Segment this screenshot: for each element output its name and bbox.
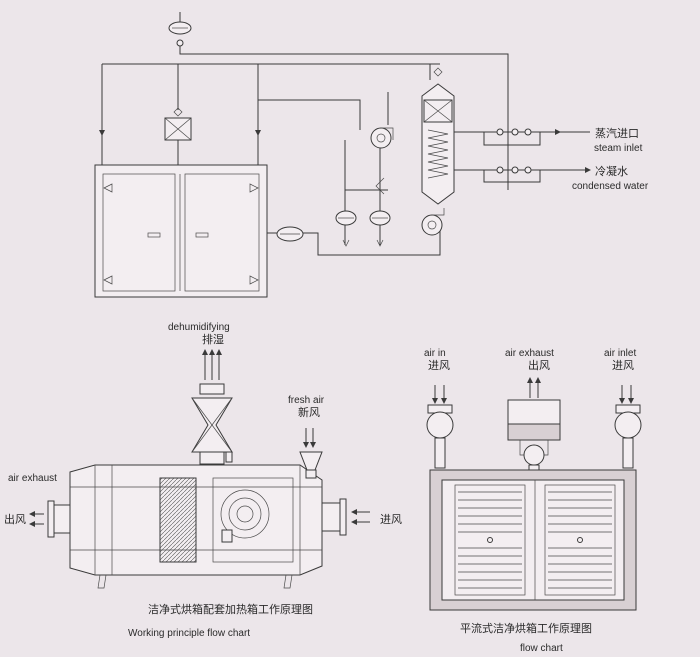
right-blower [614, 404, 642, 469]
fresh-air-inlet: fresh air 新风 [288, 395, 325, 479]
fresh-air-cn-label: 新风 [298, 405, 320, 419]
air-exhaust-left-label: air exhaust [8, 473, 57, 484]
heating-coil [159, 477, 197, 563]
right-caption-cn: 平流式洁净烘箱工作原理图 [460, 621, 592, 635]
fan-upper [370, 127, 394, 149]
condensate-line [454, 166, 591, 183]
exhaust-hood [507, 399, 561, 474]
fresh-air-en-label: fresh air [288, 395, 325, 406]
fan-lower [421, 208, 445, 236]
outlet-left-cn-label: 出风 [4, 512, 26, 526]
dehumidifying-en-label: dehumidifying [168, 322, 230, 333]
left-caption-cn: 洁净式烘箱配套加热箱工作原理图 [148, 602, 313, 616]
left-caption-en: Working principle flow chart [128, 628, 250, 639]
top-labels: 蒸汽进口 steam inlet 冷凝水 condensed water [572, 126, 649, 192]
tray-racks [458, 491, 612, 589]
air-inlet-en-label: air inlet [604, 348, 636, 359]
sensor-valves [335, 177, 391, 247]
left-outlet [29, 500, 71, 538]
right-inlet [321, 498, 370, 536]
condensed-water-cn-label: 冷凝水 [595, 164, 628, 178]
parallel-flow-oven-diagram: air in 进风 air exhaust 出风 air inlet 进风 [424, 348, 642, 654]
air-exhaust-en-label: air exhaust [505, 348, 554, 359]
exhaust-stack [191, 383, 233, 465]
oven-cabinet [94, 164, 268, 298]
right-caption-en: flow chart [520, 643, 563, 654]
steam-piping [99, 12, 509, 256]
condensed-water-en-label: condensed water [572, 181, 649, 192]
dehumidifying-cn-label: 排湿 [202, 332, 224, 346]
top-valve [168, 21, 192, 47]
right-top-labels: air in 进风 air exhaust 出风 air inlet 进风 [424, 348, 636, 372]
meter [276, 226, 304, 242]
heating-box-diagram: dehumidifying 排湿 [4, 322, 402, 639]
dehumidify-arrows [202, 349, 222, 380]
inlet-right-cn-label: 进风 [380, 513, 402, 526]
left-blower [426, 404, 454, 469]
air-exhaust-cn-label: 出风 [528, 358, 550, 372]
air-inlet-cn-label: 进风 [612, 359, 634, 372]
heat-exchanger [421, 67, 455, 205]
steam-inlet-en-label: steam inlet [594, 143, 643, 154]
air-filter [164, 107, 192, 141]
centrifugal-fan [212, 477, 294, 563]
air-in-cn-label: 进风 [428, 359, 450, 372]
steam-line [454, 128, 590, 146]
air-in-en-label: air in [424, 348, 446, 359]
right-flow-arrows [432, 377, 634, 404]
oven-chamber [429, 469, 637, 611]
top-steam-system: 蒸汽进口 steam inlet 冷凝水 condensed water [94, 12, 649, 298]
steam-inlet-cn-label: 蒸汽进口 [595, 126, 639, 140]
